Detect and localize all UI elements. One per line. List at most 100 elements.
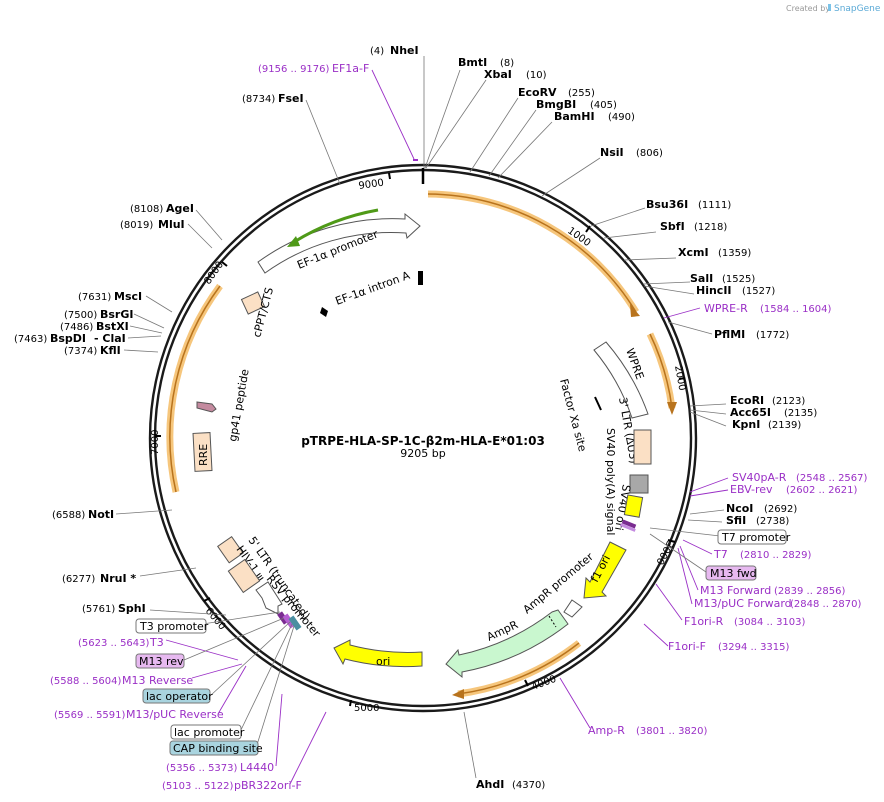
t3-promoter-box (135, 618, 207, 634)
rsv-promoter-arrow (255, 581, 283, 615)
orf-arc-left-line (169, 285, 221, 493)
primer-range-t3: (5623 .. 5643) (78, 638, 150, 649)
ef1a-green-arc (293, 208, 379, 244)
factor-xa-label: Factor Xa site (557, 377, 589, 453)
tick-2000 (678, 377, 686, 380)
primer-m13-puc-reverse: M13/pUC Reverse (126, 708, 224, 721)
orf-arc-bottom-line (457, 642, 580, 695)
enzyme-ahdi: AhdI (476, 778, 504, 791)
enzyme-msci: MscI (114, 290, 142, 303)
tick-9000 (388, 172, 391, 180)
primer-leaders (165, 69, 729, 785)
enzyme-bsrgi: BsrGI (100, 308, 133, 321)
snapgene-logo-icon (828, 4, 831, 11)
enzyme-pos-sbfi: (1218) (694, 222, 727, 233)
enzyme-nsii: NsiI (600, 146, 624, 159)
primer-l4440: L4440 (240, 761, 274, 774)
enzyme-pos-ahdi: (4370) (512, 780, 545, 791)
t7-promoter-box (717, 529, 787, 545)
t7-promoter-mark (621, 519, 637, 529)
enzyme-bspdi: BspDI (50, 332, 86, 345)
ori-label: ori (376, 655, 390, 668)
primer-range-ebv-rev: (2602 .. 2621) (786, 485, 858, 496)
sv40-ori-box (623, 494, 644, 518)
primer-f1ori-r: F1ori-R (684, 615, 724, 628)
cap-site-box (169, 740, 259, 756)
enzyme-pos-sfii: (2738) (756, 516, 789, 527)
wpre-box (593, 341, 649, 419)
m13-fwd-box (705, 565, 757, 581)
enzyme-pos-fsei: (8734) (242, 94, 275, 105)
ampr-promoter-label: AmpR promoter (521, 550, 597, 616)
enzyme-labels: (4) NheI BmtI (8) XbaI (10) EcoRV (255) … (14, 44, 817, 791)
enzyme-sfii: SfiI (726, 514, 746, 527)
enzyme-pos-nsii: (806) (636, 148, 663, 159)
primer-m13-forward: M13 Forward (700, 584, 771, 597)
tick-1000 (585, 225, 591, 233)
ampr-arrow (445, 609, 569, 679)
ltr3-box (633, 429, 652, 465)
gp41-arrow (196, 401, 217, 413)
lac-operator-label: lac operator (146, 690, 213, 703)
primer-wpre-r: WPRE-R (704, 302, 748, 315)
enzyme-pos-acc65i: (2135) (784, 408, 817, 419)
hiv-psi-box (227, 558, 261, 594)
primer-amp-r: Amp-R (588, 724, 625, 737)
f1-ori-arrow (583, 541, 627, 599)
primer-range-l4440: (5356 .. 5373) (166, 763, 238, 774)
primer-range-f1ori-f: (3294 .. 3315) (718, 642, 790, 653)
primer-m13-reverse: M13 Reverse (122, 674, 193, 687)
enzyme-mlui: MluI (158, 218, 185, 231)
tick-5000 (349, 699, 352, 707)
primer-pbr322ori-f: pBR322ori-F (234, 779, 302, 792)
ef1a-intron-marker-left (320, 307, 328, 317)
lac-mark (288, 615, 302, 631)
enzyme-pos-ncoi: (2692) (764, 504, 797, 515)
orf-arc-top (427, 190, 639, 314)
enzyme-pos-hincii: (1527) (742, 286, 775, 297)
tick-3000 (667, 539, 676, 543)
tick-label-4000: 4000 (530, 674, 558, 693)
enzyme-pos-bamhi: (490) (608, 112, 635, 123)
m13-rev-label: M13 rev (139, 655, 184, 668)
enzyme-pos-nrui: (6277) (62, 574, 95, 585)
orf-arc-bottom-arrow (452, 689, 464, 699)
enzyme-pos-xbai: (10) (526, 70, 547, 81)
m13-fwd-label: M13 fwd (710, 567, 757, 580)
t3-promoter-label: T3 promoter (139, 620, 209, 633)
enzyme-pos-pflmi: (1772) (756, 330, 789, 341)
enzyme-hincii: HincII (696, 284, 732, 297)
plasmid-name: pTRPE-HLA-SP-1C-β2m-HLA-E*01:03 (301, 434, 545, 448)
tick-label-5000: 5000 (354, 703, 379, 714)
sv40-polya-box (629, 474, 649, 494)
enzyme-pos-xcmi: (1359) (718, 248, 751, 259)
enzyme-pos-ecorv: (255) (568, 88, 595, 99)
cppt-box (240, 291, 266, 315)
enzyme-sbfi: SbfI (660, 220, 685, 233)
plasmid-size: 9205 bp (400, 447, 445, 460)
enzyme-pos-bstxi: (7486) (60, 322, 93, 333)
enzyme-sphi: SphI (118, 602, 146, 615)
primer-range-m13-forward: (2839 .. 2856) (774, 586, 846, 597)
enzyme-pos-ecori: (2123) (772, 396, 805, 407)
factor-xa-marker (594, 396, 602, 411)
orf-arc-right (646, 332, 676, 409)
tick-label-7000: 7000 (150, 430, 161, 455)
tick-label-2000: 2000 (672, 365, 687, 392)
primer-range-wpre-r: (1584 .. 1604) (760, 304, 832, 315)
enzyme-ncoi: NcoI (726, 502, 753, 515)
credit-brand: SnapGene (834, 4, 881, 14)
orf-arc-right-arrow (667, 402, 677, 415)
enzyme-pos-mlui: (8019) (120, 220, 153, 231)
primer-range-f1ori-r: (3084 .. 3103) (734, 617, 806, 628)
orf-arcs (166, 190, 677, 699)
enzyme-fsei: FseI (278, 92, 304, 105)
enzyme-kpni: KpnI (732, 418, 760, 431)
primer-range-m13-reverse: (5588 .. 5604) (50, 676, 122, 687)
ltr5-box (217, 535, 244, 564)
enzyme-nhei: NheI (390, 44, 419, 57)
enzyme-pos-sali: (1525) (722, 274, 755, 285)
enzyme-pos-bsu36i: (1111) (698, 200, 731, 211)
enzyme-pos-msci: (7631) (78, 292, 111, 303)
sv40-polya-label: SV40 poly(A) signal (604, 428, 617, 535)
